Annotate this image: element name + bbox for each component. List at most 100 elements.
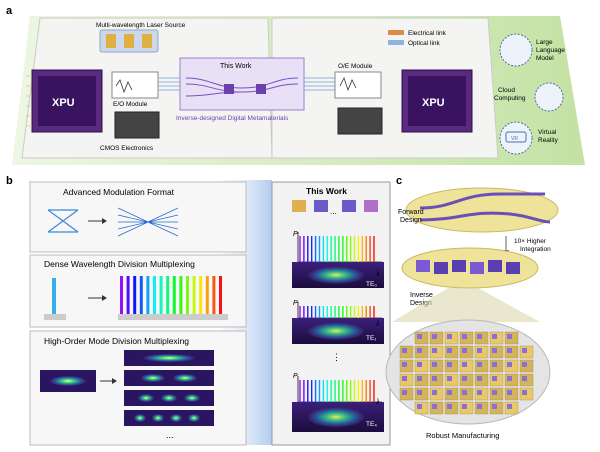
eo-signal-icon — [115, 79, 133, 94]
wafer-device — [477, 362, 482, 367]
te1-axis-lambda: λ — [375, 321, 380, 328]
wafer-device — [447, 404, 452, 409]
metasurface-icons-row — [292, 200, 378, 212]
wafer-device — [417, 348, 422, 353]
te4-axis-lambda: λ — [375, 399, 380, 406]
laser-chip-3 — [142, 34, 152, 48]
vr-headset-icon — [505, 131, 527, 143]
te0-spectrum — [292, 232, 384, 288]
xpu-right: XPU — [401, 69, 473, 133]
wafer-device — [492, 404, 497, 409]
xpu-left-label: XPU — [52, 97, 75, 109]
wafer-device — [507, 334, 512, 339]
optical-link-label: Optical link — [408, 40, 441, 47]
dwdm-bar — [212, 276, 216, 316]
inverse-design-blocks — [416, 260, 520, 274]
fundamental-mode-spot — [50, 376, 86, 386]
app-cloud: Cloud Computing — [494, 82, 564, 112]
wafer-device — [447, 334, 452, 339]
wafer-device — [477, 376, 482, 381]
wafer-device — [447, 390, 452, 395]
forward-design-waveguides — [419, 192, 551, 224]
laser-chip-1 — [106, 34, 116, 48]
cloud-label-1: Cloud — [498, 87, 515, 94]
dwdm-bar — [186, 276, 189, 316]
single-wavelength-base — [44, 314, 66, 320]
oe-signal-icon — [339, 76, 357, 92]
wafer-device — [507, 390, 512, 395]
app-llm: Large Language Model — [499, 33, 565, 67]
te0-axis-lambda: λ — [375, 271, 380, 278]
dwdm-arrow-head — [102, 295, 107, 301]
cloud-label-2: Computing — [494, 95, 526, 102]
multilevel-eye-icon — [117, 207, 179, 237]
forward-design-chip — [405, 187, 559, 233]
this-work-title: This Work — [306, 186, 347, 196]
dwdm-bar — [205, 276, 209, 316]
xpu-left: XPU — [26, 69, 103, 133]
te1-spectrum — [292, 302, 384, 344]
single-wavelength-bar — [52, 278, 56, 316]
wafer-device — [432, 362, 437, 367]
panel-c-letter: c — [396, 175, 402, 187]
vr-icon — [499, 121, 533, 155]
wafer-device — [417, 390, 422, 395]
wafer-device — [462, 390, 467, 395]
wafer-device — [402, 348, 407, 353]
dwdm-base — [118, 314, 228, 320]
dwdm-bar — [133, 276, 137, 316]
te4-label: TE₄ — [366, 421, 377, 428]
hmdm-arrow-head — [112, 378, 117, 384]
wafer-device — [432, 376, 437, 381]
panel-a-letter: a — [6, 5, 13, 17]
vr-badge: VR — [511, 136, 518, 142]
eo-module-label: E/O Module — [113, 101, 148, 108]
optical-link-swatch — [388, 40, 404, 45]
cmos-chip-right — [337, 107, 383, 135]
te4-axis-p: P — [293, 373, 298, 380]
metamaterials-label: Inverse-designed Digital Metamaterials — [176, 115, 289, 122]
dwdm-bar — [153, 276, 156, 316]
cmos-label: CMOS Electronics — [100, 145, 154, 152]
inverse-label-1: Inverse — [410, 292, 433, 299]
dwdm-bar — [146, 276, 150, 316]
mode-stack — [124, 350, 214, 426]
wafer-device — [402, 376, 407, 381]
dwdm-bars — [120, 276, 222, 316]
wafer-device — [522, 390, 527, 395]
wafer-device — [462, 362, 467, 367]
llm-icon — [499, 33, 533, 67]
dwdm-bar — [139, 276, 143, 316]
forward-label-2: Design — [400, 217, 422, 224]
wafer-device — [492, 376, 497, 381]
panel-c: c Forward Design 10× Higher Integration … — [385, 175, 559, 440]
wafer-device — [507, 362, 512, 367]
cloud-icon — [534, 82, 564, 112]
wafer-device — [462, 376, 467, 381]
laser-source-label: Multi-wavelength Laser Source — [96, 22, 186, 29]
panel-a: a Multi-wavelength Laser Source XPU E/O … — [6, 5, 585, 165]
wafer-device — [492, 348, 497, 353]
meta-device-2 — [256, 84, 266, 94]
zoom-beam — [392, 288, 540, 322]
wafer-device — [492, 390, 497, 395]
inverse-block — [452, 260, 466, 272]
laser-chip-2 — [124, 34, 134, 48]
oe-module-label: O/E Module — [338, 63, 373, 70]
wafer-device — [417, 334, 422, 339]
wafer-device — [402, 362, 407, 367]
wafer-device — [432, 404, 437, 409]
hmdm-title: High-Order Mode Division Multiplexing — [44, 336, 189, 346]
dwdm-bar — [199, 276, 203, 316]
hmdm-ellipsis: ... — [166, 430, 174, 440]
wafer-device — [432, 334, 437, 339]
te1-label: TE₁ — [366, 335, 377, 342]
robust-label: Robust Manufacturing — [426, 431, 499, 440]
wafer-device — [432, 348, 437, 353]
this-work-dots: ... — [330, 207, 337, 216]
wafer-device — [447, 362, 452, 367]
dwdm-title: Dense Wavelength Division Multiplexing — [44, 259, 195, 269]
panel-b: b Advanced Modulation Format Dense Wavel… — [6, 175, 391, 446]
electrical-link-swatch — [388, 30, 404, 35]
